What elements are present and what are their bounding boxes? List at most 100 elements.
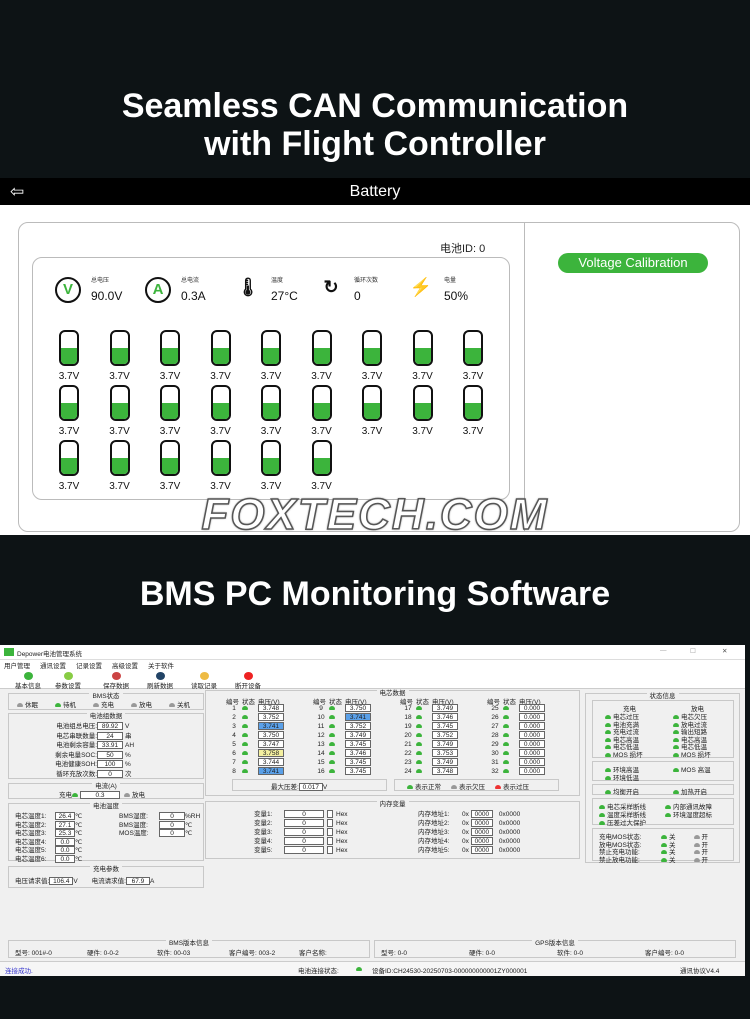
label: 内存地址5: xyxy=(418,847,450,854)
maximize-button[interactable]: ☐ xyxy=(690,648,696,655)
hex-checkbox[interactable] xyxy=(327,828,333,837)
value-field: 24 xyxy=(97,731,123,740)
discharge-status: 电芯欠压 xyxy=(673,711,707,721)
cell-number: 25 xyxy=(491,704,499,712)
status-led xyxy=(503,706,509,710)
prefix: 0x xyxy=(462,829,469,836)
label: MOS 损坏 xyxy=(613,751,643,759)
minimize-button[interactable]: — xyxy=(660,647,667,654)
read-value: 0x0000 xyxy=(498,829,521,836)
hex-checkbox[interactable] xyxy=(327,819,333,828)
toolbar-button[interactable]: 断开设备 xyxy=(228,672,268,690)
voltage-calibration-button[interactable]: Voltage Calibration xyxy=(558,253,708,273)
status-led xyxy=(416,715,422,719)
hex-checkbox[interactable] xyxy=(327,846,333,855)
label: 内存地址2: xyxy=(418,820,450,827)
cell-voltage-label: 3.7V xyxy=(361,426,383,437)
status-led xyxy=(416,724,422,728)
hex-checkbox[interactable] xyxy=(327,810,333,819)
column-header: 放电 xyxy=(691,706,704,713)
label: 型号: 0-0 xyxy=(381,950,408,957)
cell-number: 6 xyxy=(232,749,236,757)
group-title-text: 充电参数 xyxy=(90,866,122,873)
prefix: 0x xyxy=(462,847,469,854)
battery-cell-icon xyxy=(109,330,130,366)
value-field: 89.92 xyxy=(97,722,123,731)
menu-item[interactable]: 用户管理 xyxy=(4,663,30,670)
label: 变量5: xyxy=(254,847,273,854)
status-led xyxy=(605,730,611,735)
label: 内部通讯故障 xyxy=(673,804,712,811)
cell-fill xyxy=(111,458,128,474)
cell-row: 6 3.758 xyxy=(226,749,284,757)
hex-checkbox[interactable] xyxy=(327,837,333,846)
back-icon[interactable]: ⇦ xyxy=(10,182,25,201)
legend-label: 表示正常 xyxy=(415,784,441,791)
menu-item[interactable]: 高级设置 xyxy=(112,663,138,670)
toolbar-button[interactable]: 刷新数据 xyxy=(140,672,180,690)
cell-voltage-label: 3.7V xyxy=(311,371,332,382)
close-button[interactable]: ✕ xyxy=(722,648,728,655)
cell-voltage: 0.000 xyxy=(519,713,545,721)
toolbar-button[interactable]: 保存数据 xyxy=(96,672,136,690)
battery-cell-icon xyxy=(463,330,483,366)
battery-cell-icon xyxy=(311,440,332,476)
toolbar-icon xyxy=(23,672,33,680)
toolbar-button[interactable]: 基本信息 xyxy=(8,672,48,690)
status-led xyxy=(329,706,335,710)
bms-version-item: 硬件: 0-0-2 xyxy=(87,947,119,957)
status-led xyxy=(242,733,248,737)
battery-cell-icon xyxy=(412,330,433,366)
cell-number: 3 xyxy=(232,722,236,730)
cell-voltage-label: 3.7V xyxy=(412,371,433,382)
value-field: 50 xyxy=(97,750,123,759)
window-title-bar: Depower电池管理系统 — ☐ ✕ xyxy=(0,645,745,660)
prefix: 0x xyxy=(462,811,469,818)
menu-item[interactable]: 通讯设置 xyxy=(40,663,66,670)
toolbar-icon xyxy=(155,672,165,680)
bms-version-item: 客户名称: xyxy=(299,947,327,957)
label: 内存地址4: xyxy=(418,838,450,845)
status-led xyxy=(329,742,335,746)
menu-item[interactable]: 关于软件 xyxy=(148,663,174,670)
label: MOS 高温 xyxy=(681,767,711,774)
label: 内存地址1: xyxy=(418,811,450,818)
cell-voltage-label: 3.7V xyxy=(260,371,282,382)
label: 电池剩余容量: xyxy=(56,742,97,749)
label: 电芯过压 xyxy=(613,714,639,721)
status-led xyxy=(131,703,137,708)
status-led xyxy=(665,813,671,818)
temp-row: 电芯温度4:0.0℃ xyxy=(15,836,82,846)
cell-table-header: 编号状态电压(V) xyxy=(487,696,549,706)
group-title-text: BMS状态 xyxy=(89,693,123,700)
label: 电芯高温 xyxy=(613,736,639,744)
cell-voltage: 3.758 xyxy=(258,749,284,757)
env-status: MOS 高温 xyxy=(673,764,711,774)
column-header: 状态 xyxy=(503,699,516,706)
cell-fill xyxy=(61,458,77,474)
status-led xyxy=(605,737,611,742)
cell-fill xyxy=(364,403,380,419)
menu-item[interactable]: 记录设置 xyxy=(76,663,102,670)
fault-status: 压差过大保护 xyxy=(599,817,646,827)
status-led xyxy=(673,730,679,735)
toolbar-button[interactable]: 参数设置 xyxy=(48,672,88,690)
legend-row: 表示正常表示欠压表示过压 xyxy=(407,781,539,791)
toolbar-label: 刷新数据 xyxy=(147,683,173,690)
cell-number: 13 xyxy=(317,740,325,748)
cell-voltage: 0.000 xyxy=(519,740,545,748)
headline-line1: Seamless CAN Communication xyxy=(121,87,629,125)
status-led xyxy=(605,722,611,727)
toolbar-button[interactable]: 读取记录 xyxy=(184,672,224,690)
